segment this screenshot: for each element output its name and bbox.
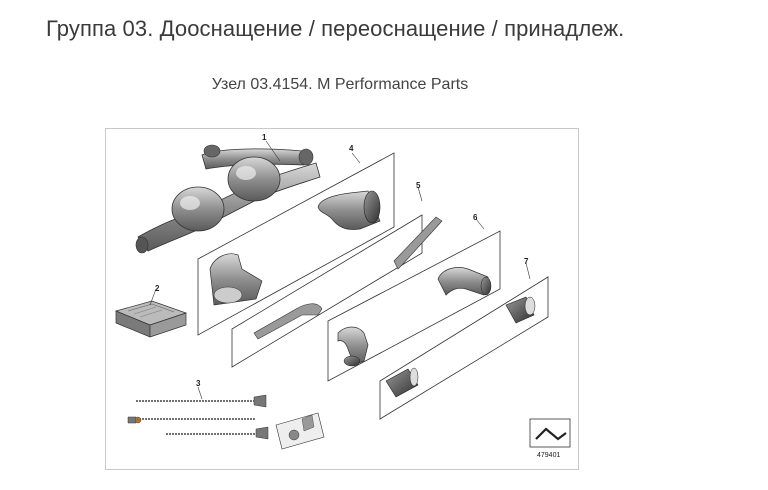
part-7-tips[interactable] [379,262,549,420]
part-3-wiring-harness[interactable] [127,386,325,450]
callout-5[interactable]: 5 [416,181,421,190]
callout-4[interactable]: 4 [349,144,354,153]
image-reference [529,418,571,448]
part-4-tailpipe-trims[interactable] [197,152,395,336]
callout-7[interactable]: 7 [524,257,529,266]
image-number: 479401 [537,452,560,459]
part-1-silencer[interactable] [135,140,321,254]
callout-2[interactable]: 2 [155,284,160,293]
part-5-brackets[interactable] [231,186,443,368]
part-6-bent-pipes[interactable] [327,218,501,382]
parts-diagram[interactable]: 1 2 3 [105,128,579,470]
callout-3[interactable]: 3 [196,379,201,388]
part-2-control-unit[interactable] [114,288,188,338]
group-title: Группа 03. Дооснащение / переоснащение /… [46,16,625,41]
callout-6[interactable]: 6 [473,213,478,222]
parts-illustration: 1 2 3 [114,133,571,459]
node-title: Узел 03.4154. M Performance Parts [211,76,469,93]
callout-1[interactable]: 1 [262,133,267,142]
